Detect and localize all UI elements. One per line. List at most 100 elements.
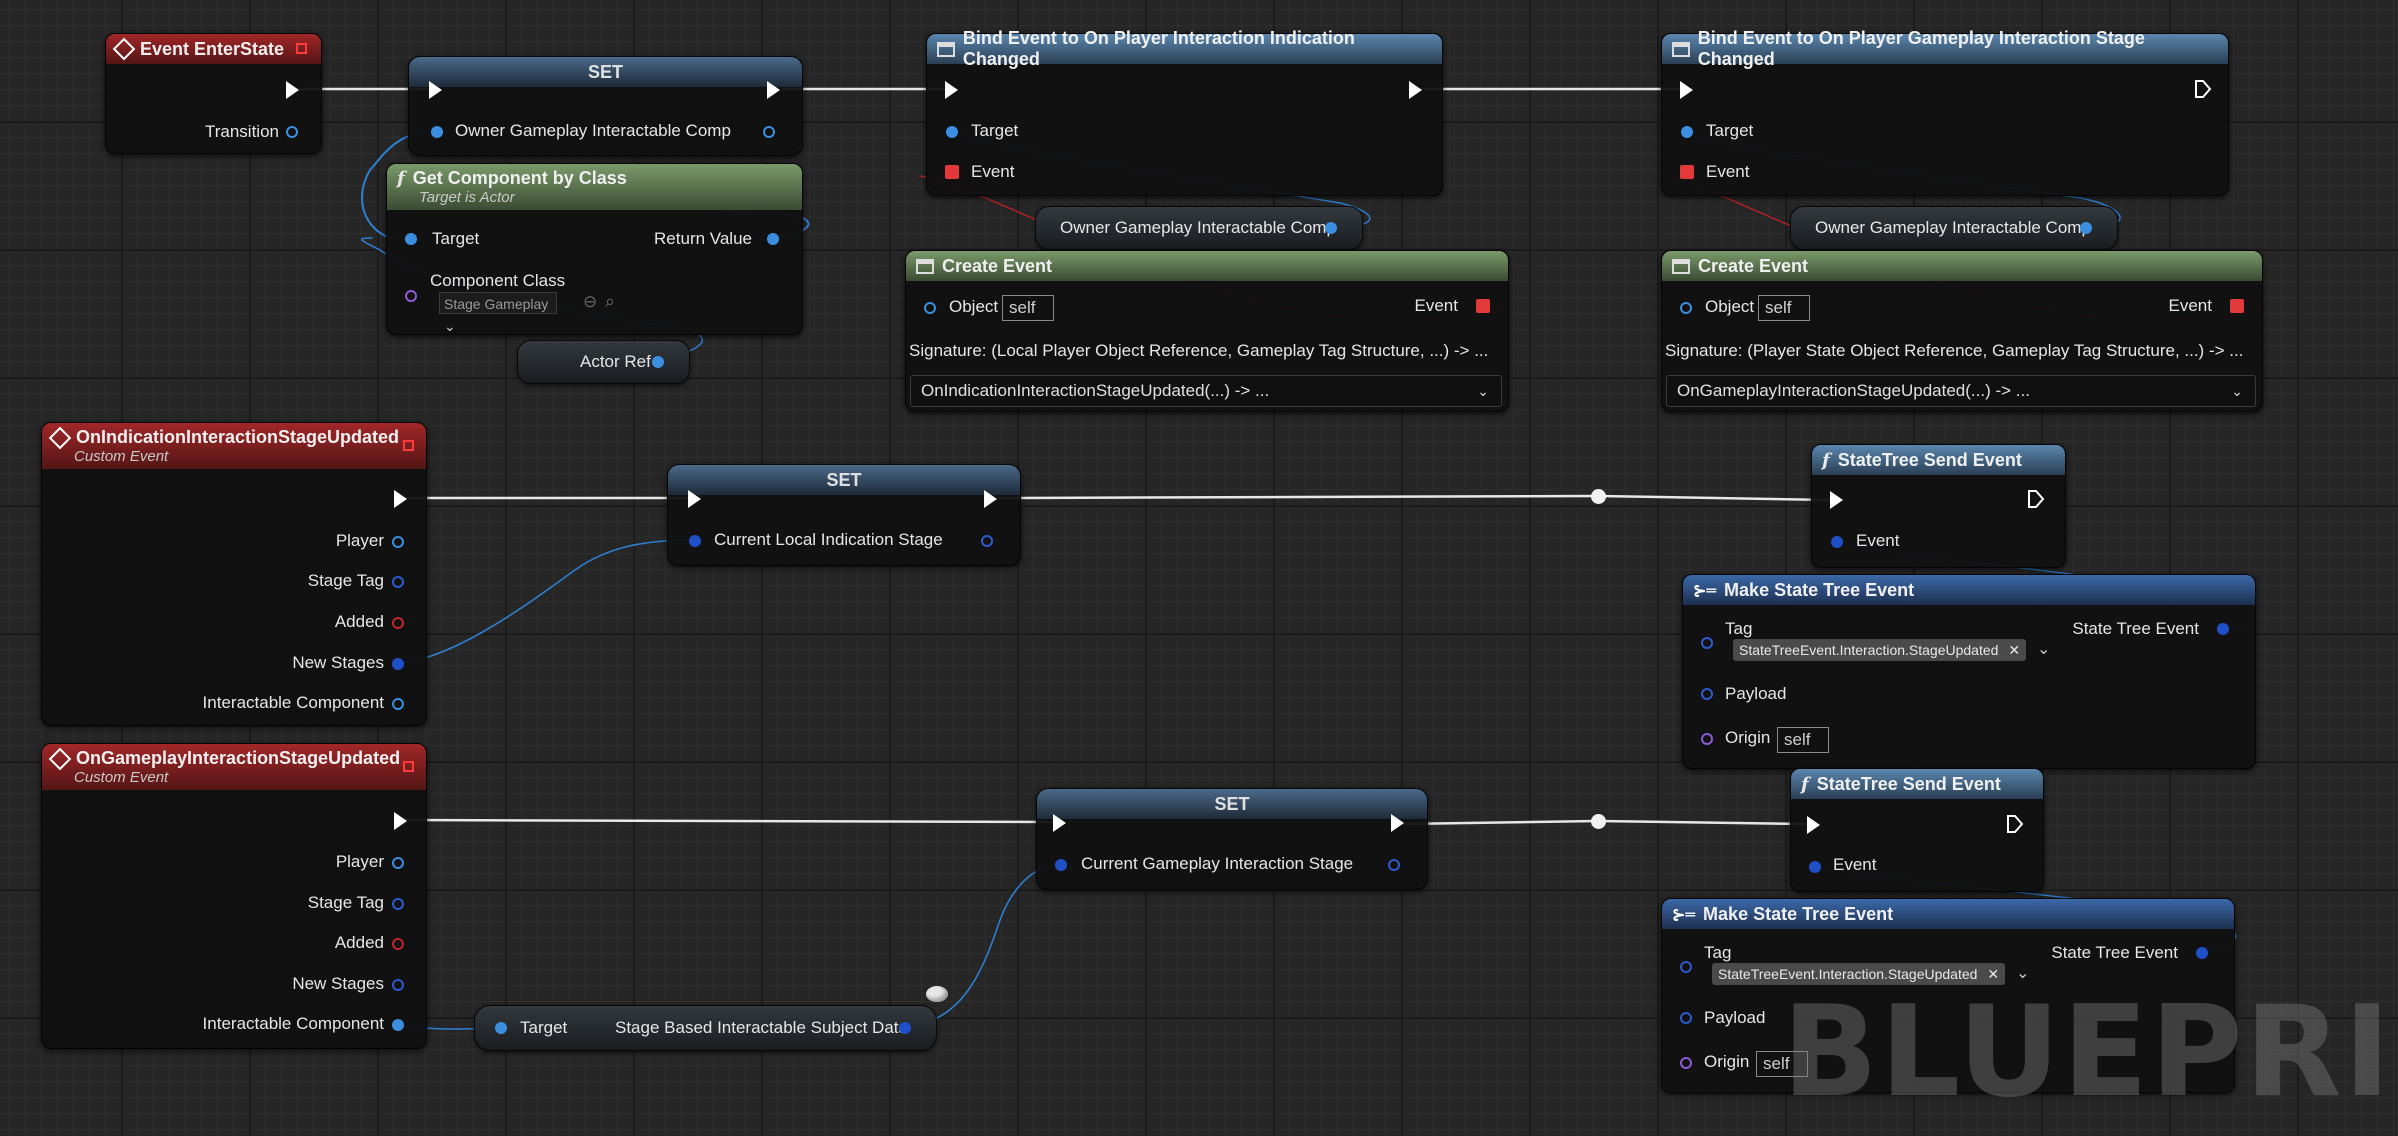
state-tree-event-pin[interactable] (2196, 947, 2208, 959)
object-self-field[interactable]: self (1002, 295, 1054, 321)
browse-search-icon[interactable]: ⌕ (605, 291, 616, 311)
event-pin[interactable] (1831, 536, 1843, 548)
origin-self-field[interactable]: self (1756, 1051, 1808, 1077)
bind-event-indication-node[interactable]: Bind Event to On Player Interaction Indi… (926, 28, 1443, 196)
clear-tag-icon[interactable]: ✕ (1987, 966, 2000, 982)
origin-pin[interactable] (1680, 1057, 1692, 1069)
object-self-field[interactable]: self (1758, 295, 1810, 321)
chevron-down-icon[interactable]: ⌄ (2037, 641, 2051, 658)
object-pin[interactable] (1680, 302, 1692, 314)
target-pin[interactable] (405, 233, 417, 245)
owner-comp-pin[interactable] (2080, 222, 2092, 234)
stage-tag-pin[interactable] (392, 898, 404, 910)
return-value-pin[interactable] (767, 233, 779, 245)
target-pin[interactable] (1681, 126, 1693, 138)
set-owner-comp-node[interactable]: SET Owner Gameplay Interactable Comp (408, 56, 803, 156)
event-out-pin[interactable] (2230, 299, 2244, 313)
exec-out-pin[interactable] (1391, 814, 1404, 832)
tag-chip[interactable]: StateTreeEvent.Interaction.StageUpdated … (1733, 639, 2027, 661)
var-in-pin[interactable] (689, 535, 701, 547)
exec-out-pin[interactable] (286, 81, 299, 99)
create-event-node[interactable]: Create Event Object self Event Signature… (1661, 250, 2263, 412)
payload-pin[interactable] (1701, 688, 1713, 700)
var-in-pin[interactable] (1055, 859, 1067, 871)
node-title: StateTree Send Event (1816, 773, 2001, 794)
event-out-pin[interactable] (1476, 299, 1490, 313)
tag-pin[interactable] (1680, 961, 1692, 973)
object-pin[interactable] (924, 302, 936, 314)
exec-in-pin[interactable] (945, 81, 958, 99)
bind-event-gameplay-node[interactable]: Bind Event to On Player Gameplay Interac… (1661, 28, 2229, 196)
create-event-node[interactable]: Create Event Object self Event Signature… (905, 250, 1509, 412)
actor-ref-pin[interactable] (652, 356, 664, 368)
comment-bubble-icon[interactable] (926, 986, 948, 1002)
exec-in-pin[interactable] (1680, 81, 1693, 99)
actor-ref-getter[interactable]: Actor Ref (517, 340, 690, 384)
new-stages-pin[interactable] (392, 979, 404, 991)
custom-event-gameplay-node[interactable]: OnGameplayInteractionStageUpdated Custom… (41, 743, 427, 1049)
component-class-select[interactable]: Stage Gameplay ⌄ (439, 292, 557, 334)
event-pin[interactable] (1809, 861, 1821, 873)
owner-comp-getter[interactable]: Owner Gameplay Interactable Comp (1790, 206, 2118, 250)
event-pin[interactable] (1680, 165, 1694, 179)
tag-pin[interactable] (1701, 637, 1713, 649)
clear-tag-icon[interactable]: ✕ (2008, 642, 2021, 658)
player-pin[interactable] (392, 536, 404, 548)
exec-in-pin[interactable] (1807, 816, 1820, 834)
stage-tag-pin[interactable] (392, 576, 404, 588)
exec-out-pin[interactable] (767, 81, 780, 99)
exec-out-pin[interactable] (2006, 815, 2024, 833)
custom-event-indication-node[interactable]: OnIndicationInteractionStageUpdated Cust… (41, 422, 427, 726)
event-pin[interactable] (945, 165, 959, 179)
owner-comp-getter[interactable]: Owner Gameplay Interactable Comp (1035, 206, 1363, 250)
stage-data-pin[interactable] (899, 1022, 911, 1034)
make-state-tree-event-node[interactable]: ⊱═Make State Tree Event Tag StateTreeEve… (1661, 898, 2235, 1093)
exec-in-pin[interactable] (429, 81, 442, 99)
function-select[interactable]: OnIndicationInteractionStageUpdated(...)… (910, 375, 1502, 407)
var-out-pin[interactable] (1388, 859, 1400, 871)
set-local-indication-stage-node[interactable]: SET Current Local Indication Stage (667, 464, 1021, 566)
interactable-component-pin[interactable] (392, 698, 404, 710)
event-enterstate-node[interactable]: Event EnterState Transition (105, 33, 322, 154)
target-pin[interactable] (495, 1022, 507, 1034)
state-tree-event-pin[interactable] (2217, 623, 2229, 635)
reroute-node[interactable] (1591, 814, 1606, 829)
target-pin[interactable] (946, 126, 958, 138)
interactable-component-pin[interactable] (392, 1019, 404, 1031)
tag-chip[interactable]: StateTreeEvent.Interaction.StageUpdated … (1712, 963, 2006, 985)
set-gameplay-interaction-stage-node[interactable]: SET Current Gameplay Interaction Stage (1036, 788, 1428, 890)
exec-out-pin[interactable] (394, 490, 407, 508)
exec-out-pin[interactable] (2027, 490, 2045, 508)
var-in-pin[interactable] (431, 126, 443, 138)
origin-pin[interactable] (1701, 733, 1713, 745)
use-selected-icon[interactable]: ⊖ (583, 292, 598, 311)
component-class-pin[interactable] (405, 290, 417, 302)
exec-out-pin[interactable] (1409, 81, 1422, 99)
function-select[interactable]: OnGameplayInteractionStageUpdated(...) -… (1666, 375, 2256, 407)
node-title: OnGameplayInteractionStageUpdated (76, 748, 401, 768)
transition-pin[interactable] (286, 126, 298, 138)
var-out-pin[interactable] (763, 126, 775, 138)
origin-self-field[interactable]: self (1777, 727, 1829, 753)
chevron-down-icon[interactable]: ⌄ (2016, 965, 2030, 982)
exec-in-pin[interactable] (1053, 814, 1066, 832)
owner-comp-pin[interactable] (1325, 222, 1337, 234)
make-state-tree-event-node[interactable]: ⊱═Make State Tree Event Tag StateTreeEve… (1682, 574, 2256, 769)
exec-in-pin[interactable] (688, 490, 701, 508)
added-pin[interactable] (392, 617, 404, 629)
stage-data-getter-node[interactable]: Target Stage Based Interactable Subject … (474, 1005, 937, 1051)
var-out-pin[interactable] (981, 535, 993, 547)
new-stages-pin[interactable] (392, 658, 404, 670)
player-pin[interactable] (392, 857, 404, 869)
exec-out-pin[interactable] (984, 490, 997, 508)
added-pin[interactable] (392, 938, 404, 950)
reroute-node[interactable] (1591, 489, 1606, 504)
payload-pin[interactable] (1680, 1012, 1692, 1024)
exec-out-pin[interactable] (394, 812, 407, 830)
exec-out-pin[interactable] (2194, 80, 2212, 98)
function-icon: f (1822, 449, 1830, 471)
exec-in-pin[interactable] (1830, 491, 1843, 509)
